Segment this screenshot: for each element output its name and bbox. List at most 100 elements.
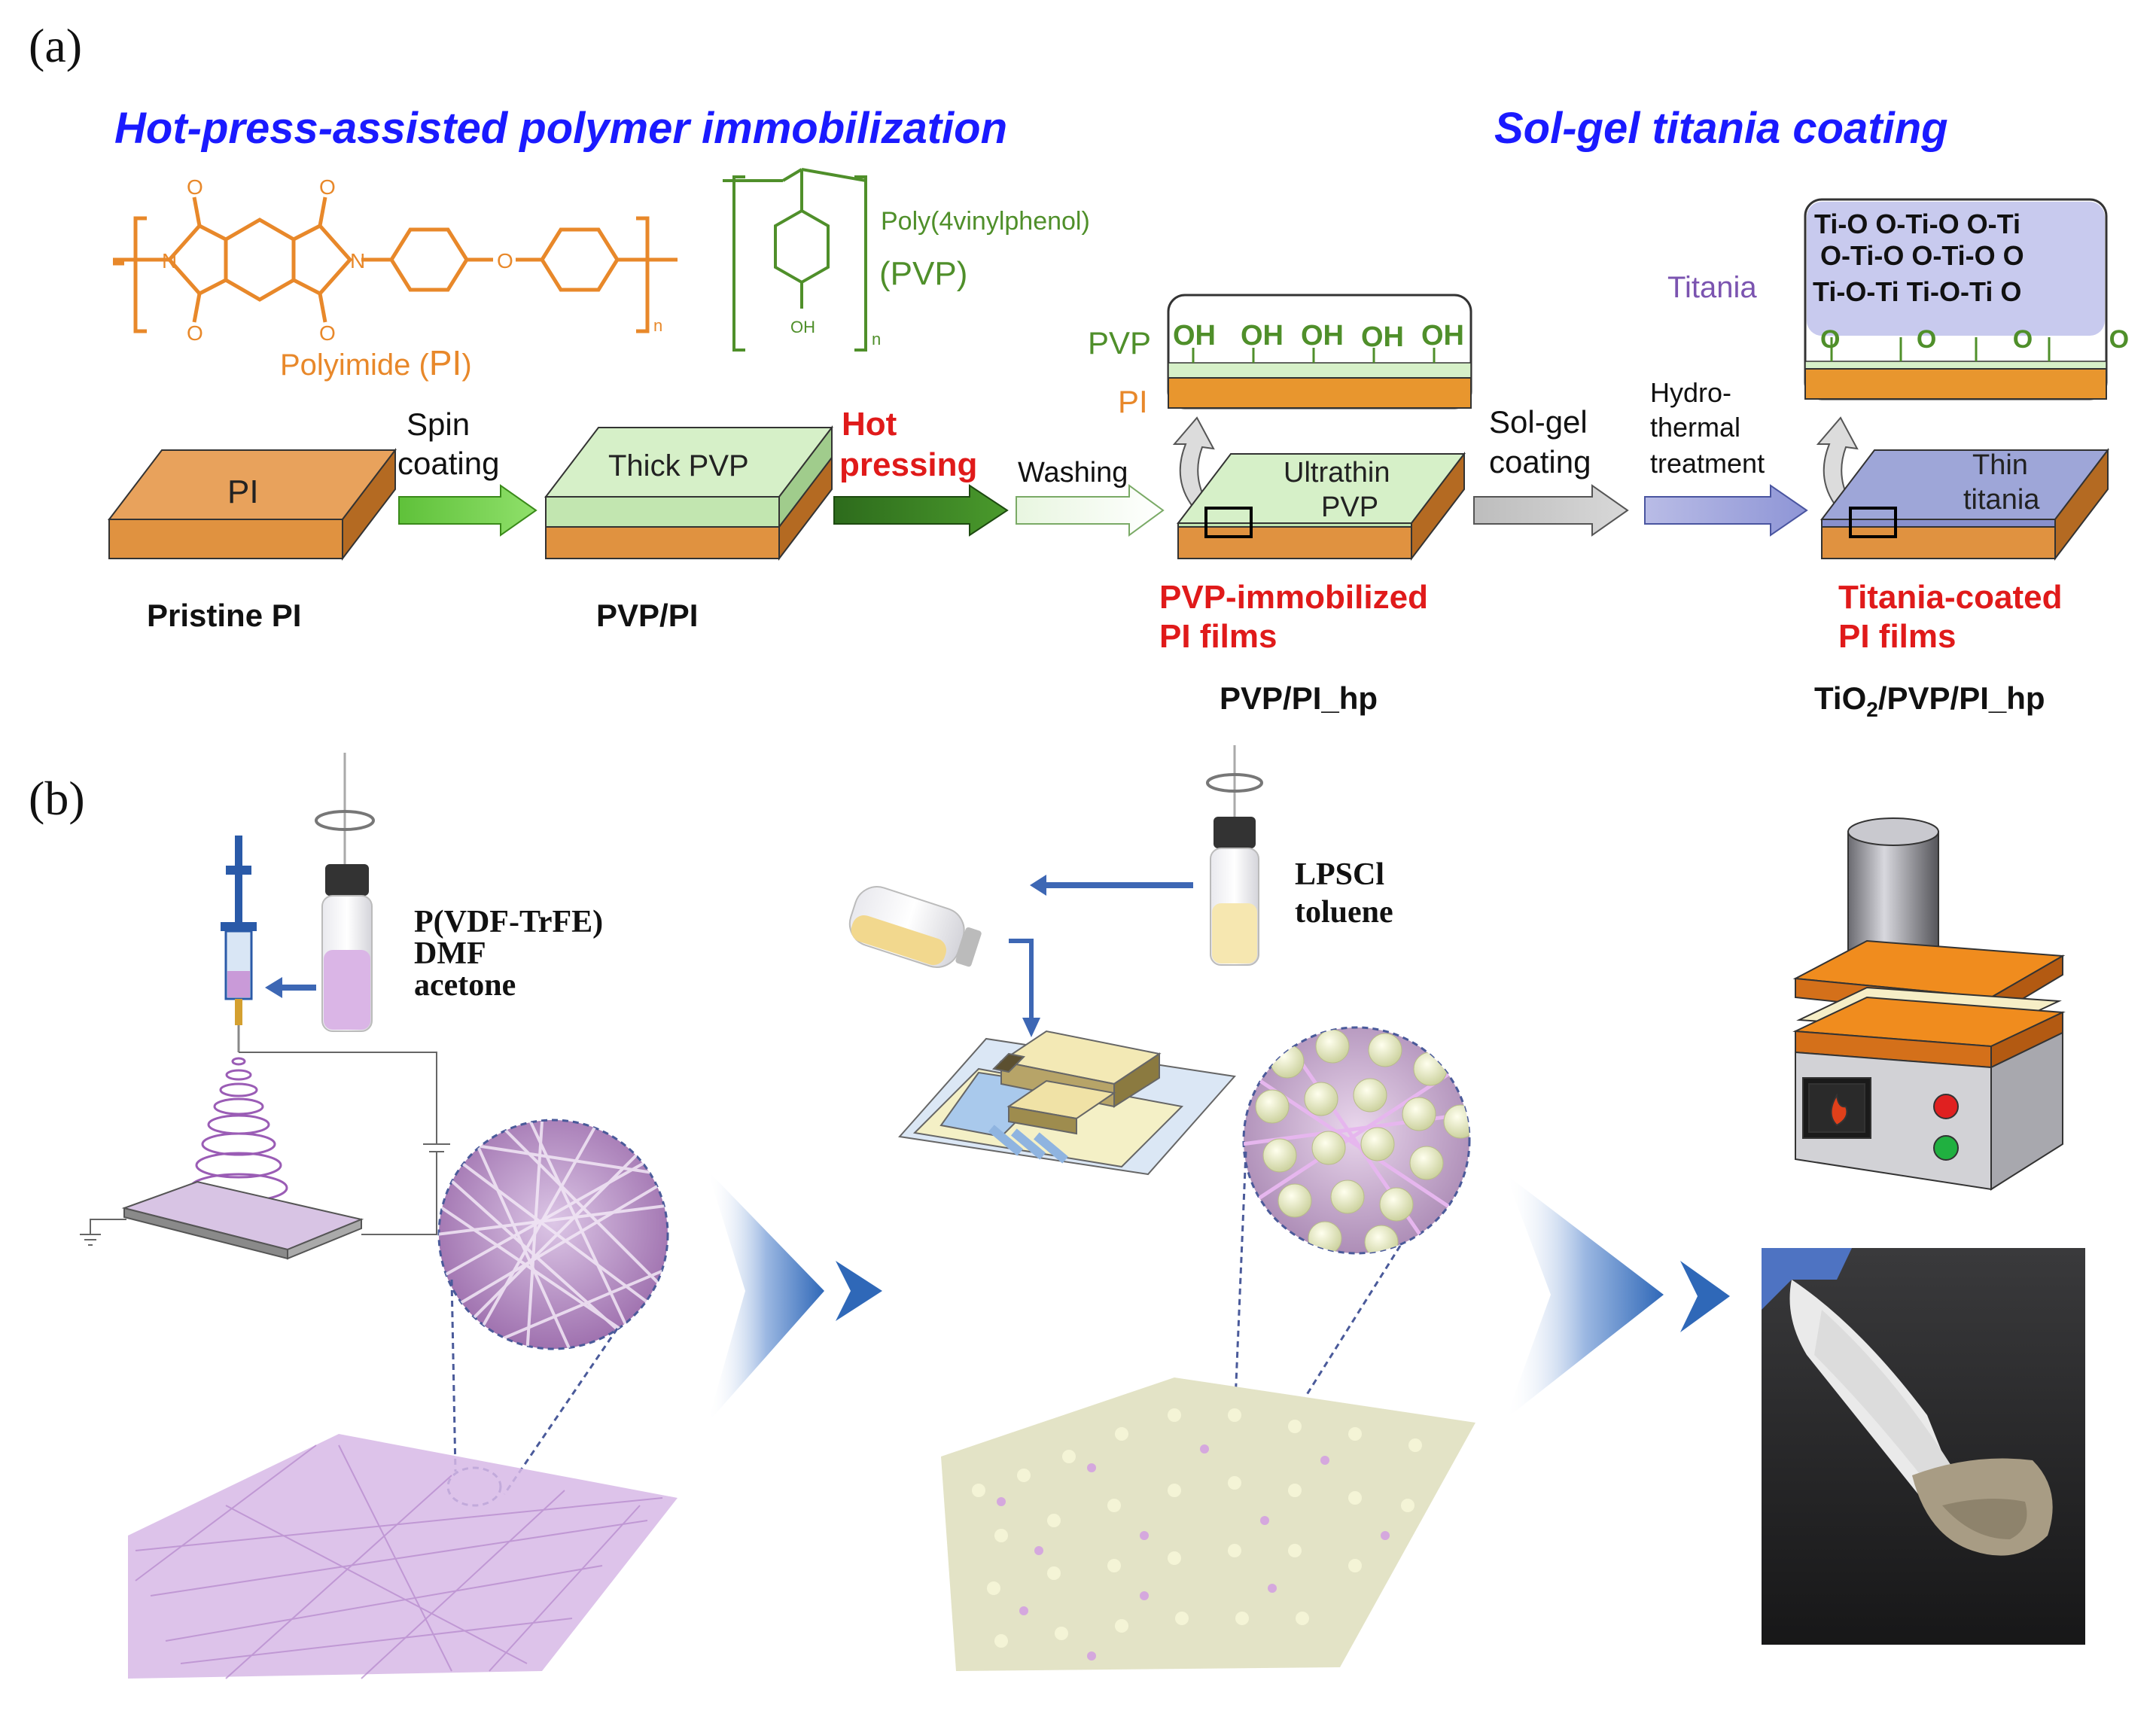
- hydrothermal-label-1: Hydro-: [1650, 377, 1731, 408]
- svg-text:OH: OH: [1301, 320, 1344, 352]
- svg-text:N: N: [350, 249, 365, 272]
- arrow-pour-head: [1022, 1018, 1040, 1037]
- thick-pvp-block: [544, 425, 834, 561]
- titania-coated-caption-2: PI films: [1838, 618, 1957, 655]
- hot-press-machine: [1792, 817, 2066, 1191]
- composite-mat: [941, 1377, 1475, 1671]
- svg-text:O: O: [497, 249, 513, 272]
- arrow-vial2-to-beaker: [1030, 875, 1193, 896]
- hydrothermal-label-2: thermal: [1650, 412, 1740, 443]
- fiber-jet-spiral: [189, 1057, 288, 1203]
- collector-plate: [121, 1180, 364, 1260]
- titania-zoom-inset: [1804, 198, 2108, 400]
- zoom-label-pvp: PVP: [1088, 325, 1151, 361]
- polyimide-atoms: N N O O O O O n: [162, 175, 662, 345]
- curved-arrow-pvp-zoom: [1172, 416, 1215, 513]
- sol-gel-label-2: coating: [1489, 444, 1591, 479]
- ultrathin-pvp-block: [1176, 452, 1466, 561]
- svg-text:O: O: [319, 175, 336, 199]
- hot-pressing-label-2: pressing: [839, 446, 977, 483]
- hot-pressing-label-1: Hot: [842, 406, 897, 443]
- pvp-oh: OH: [790, 318, 815, 336]
- pristine-pi-block-label: PI: [227, 473, 259, 510]
- svg-text:Ti-O-Ti Ti-O-Ti O: Ti-O-Ti Ti-O-Ti O: [1813, 276, 2021, 307]
- svg-text:O: O: [187, 175, 203, 199]
- arrow-washing: [1016, 484, 1165, 537]
- arrow-hot-pressing: [833, 484, 1009, 537]
- pvp-zoom-oh-groups: OH OH OH OH OH: [1173, 320, 1464, 353]
- big-arrow-2-head: [1680, 1261, 1730, 1332]
- big-arrow-1: [708, 1170, 824, 1423]
- titania-label: Titania: [1667, 271, 1757, 304]
- titania-network-text: Ti-O O-Ti-O O-Ti O-Ti-O O-Ti-O O Ti-O-Ti…: [1813, 209, 2024, 307]
- photo-tweezers-film: [1762, 1248, 2085, 1645]
- svg-text:toluene: toluene: [1295, 895, 1393, 930]
- pvp-pi-caption: PVP/PI: [596, 598, 698, 633]
- pvp-pi-hp-caption: PVP/PI_hp: [1220, 680, 1378, 716]
- svg-text:N: N: [162, 249, 177, 272]
- svg-text:Ti-O O-Ti-O O-Ti: Ti-O O-Ti-O O-Ti: [1814, 209, 2020, 239]
- spin-coating-label-1: Spin: [407, 406, 470, 442]
- zoom-label-pi: PI: [1118, 384, 1148, 419]
- svg-text:P(VDF-TrFE): P(VDF-TrFE): [414, 905, 603, 939]
- composite-zoom-circle: [1242, 1026, 1471, 1255]
- polyimide-caption: Polyimide (PI): [280, 343, 472, 382]
- big-arrow-1-head: [836, 1261, 882, 1321]
- ultrathin-pvp-label-2: PVP: [1321, 492, 1378, 523]
- solution-1-label: P(VDF-TrFE) DMF acetone: [414, 905, 603, 1003]
- spin-coating-label-2: coating: [397, 446, 499, 481]
- vial-1: [321, 864, 373, 1032]
- ultrathin-pvp-label-1: Ultrathin: [1284, 457, 1390, 489]
- thin-titania-label-2: titania: [1963, 484, 2040, 516]
- arrow-vial-to-syringe: [265, 977, 316, 998]
- doctor-blade-setup: [898, 1030, 1236, 1176]
- pvp-immobilized-caption-1: PVP-immobilized: [1159, 579, 1428, 616]
- syringe: [221, 836, 257, 1052]
- header-sol-gel: Sol-gel titania coating: [1494, 104, 1948, 153]
- svg-text:OH: OH: [1173, 320, 1216, 352]
- svg-text:O: O: [187, 321, 203, 345]
- washing-label: Washing: [1018, 457, 1128, 489]
- arrow-sol-gel-coating: [1473, 484, 1629, 537]
- svg-text:DMF: DMF: [414, 936, 486, 971]
- svg-text:OH: OH: [1241, 320, 1284, 352]
- svg-text:OH: OH: [1361, 321, 1404, 353]
- pvp-name: Poly(4vinylphenol): [881, 207, 1090, 236]
- pvp-immobilized-caption-2: PI films: [1159, 618, 1277, 655]
- tio2-pvp-pi-hp-caption: TiO2/PVP/PI_hp: [1814, 680, 2045, 721]
- thick-pvp-label: Thick PVP: [608, 449, 749, 482]
- big-arrow-2: [1506, 1174, 1664, 1419]
- panel-a-label: (a): [29, 19, 82, 72]
- titania-anchor-oxygens: O O O O O: [1820, 325, 2156, 354]
- fiber-mat: [128, 1434, 678, 1679]
- rotation-icon-1: [315, 753, 375, 866]
- sol-gel-label-1: Sol-gel: [1489, 404, 1588, 440]
- arrow-pour: [1009, 939, 1034, 1020]
- thin-titania-block: [1820, 448, 2110, 561]
- electrospin-circuit: [80, 1052, 450, 1246]
- svg-text:n: n: [653, 316, 662, 335]
- thin-titania-label-1: Thin: [1972, 449, 2028, 481]
- titania-coated-caption-1: Titania-coated: [1838, 579, 2062, 616]
- header-hot-press: Hot-press-assisted polymer immobilizatio…: [114, 104, 1007, 153]
- svg-text:acetone: acetone: [414, 968, 516, 1003]
- svg-text:LPSCl: LPSCl: [1295, 857, 1384, 892]
- arrow-hydrothermal: [1644, 484, 1808, 537]
- pvp-zoom-inset: [1167, 294, 1472, 409]
- pvp-structure: [723, 168, 867, 352]
- hydrothermal-label-3: treatment: [1650, 448, 1765, 479]
- pvp-subscript: n: [872, 330, 881, 349]
- pouring-vial: [848, 886, 982, 968]
- svg-text:OH: OH: [1421, 320, 1464, 352]
- polyimide-structure: [113, 196, 678, 333]
- arrow-spin-coating: [398, 484, 537, 537]
- fiber-zoom-circle: [437, 1119, 669, 1350]
- pristine-pi-block: [107, 448, 397, 561]
- vial-2: [1210, 817, 1259, 966]
- svg-text:O-Ti-O O-Ti-O O: O-Ti-O O-Ti-O O: [1820, 240, 2024, 271]
- svg-text:O: O: [319, 321, 336, 345]
- panel-b-label: (b): [29, 772, 85, 825]
- solution-2-label: LPSCl toluene: [1295, 857, 1393, 930]
- pristine-pi-caption: Pristine PI: [147, 598, 301, 633]
